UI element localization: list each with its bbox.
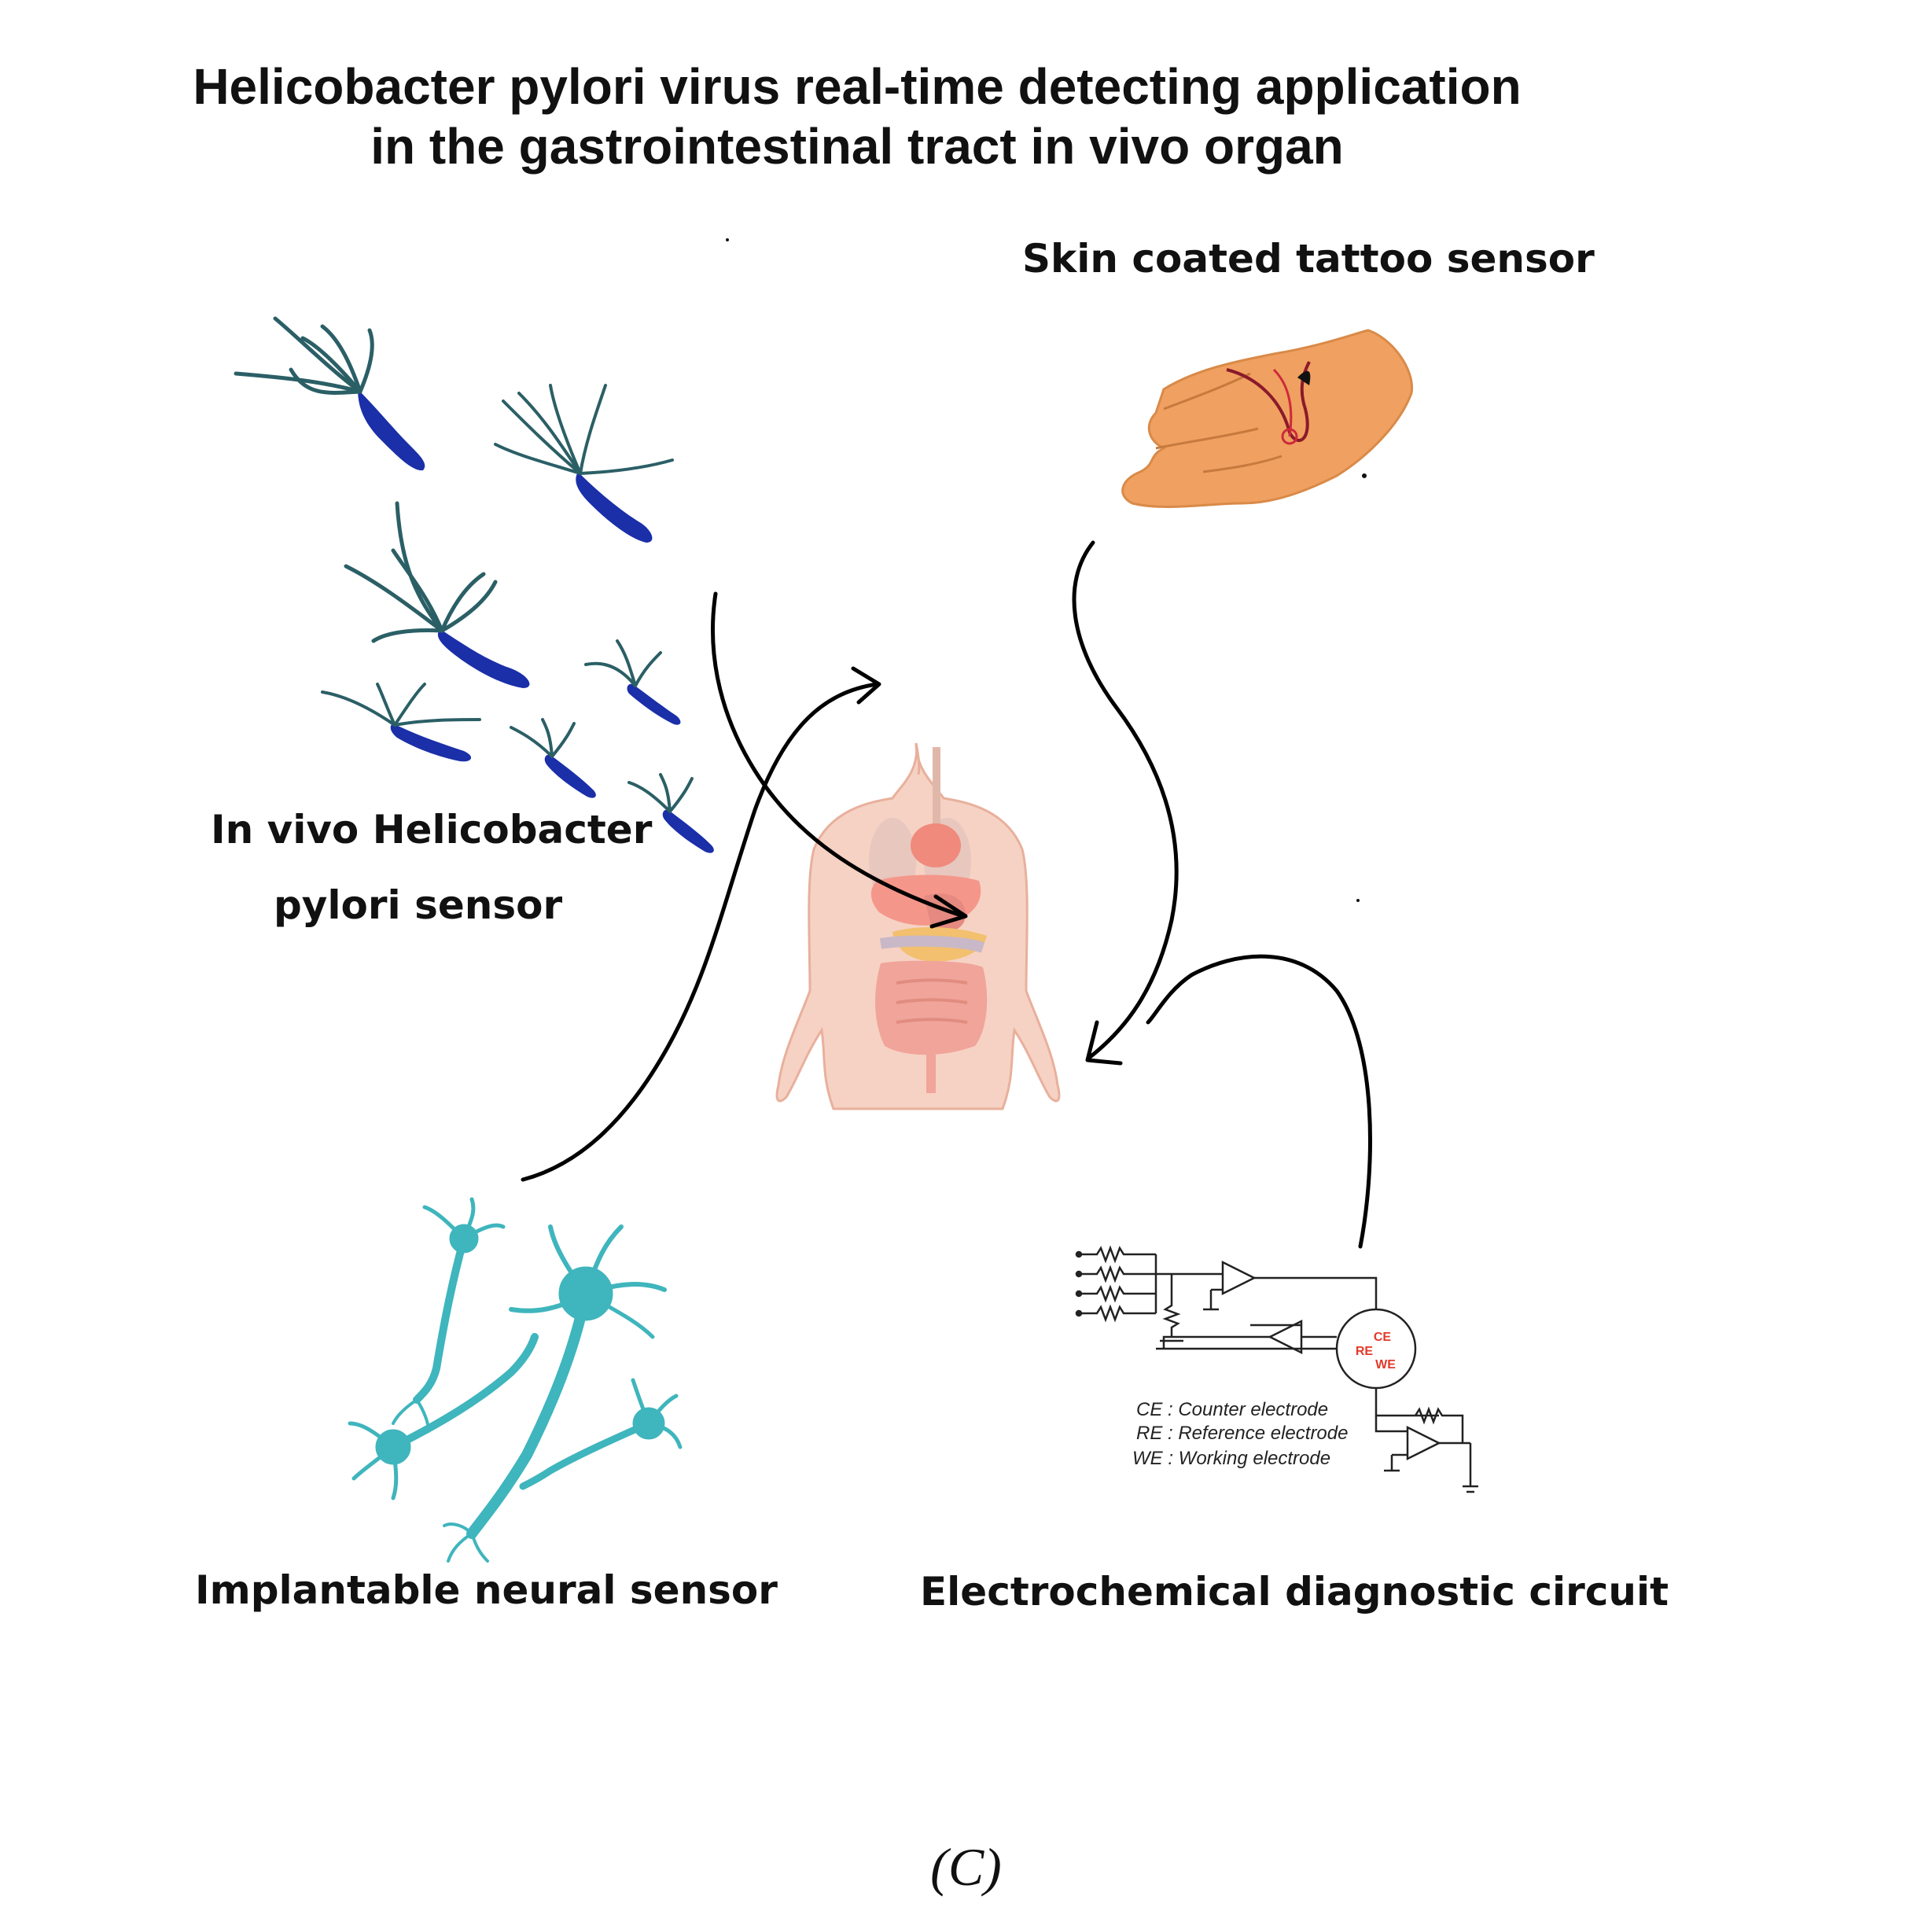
flow-arrows (521, 540, 1372, 1249)
cell-we-label: WE (1375, 1358, 1396, 1372)
neuron (392, 1197, 506, 1433)
neurons-illustration (348, 1197, 683, 1563)
label-electrochemical-circuit: Electrochemical diagnostic circuit (920, 1569, 1669, 1615)
helicobacter-pylori-illustration (234, 316, 714, 853)
bacterium (344, 501, 530, 688)
human-body-organs-illustration (775, 742, 1061, 1110)
cell-ce-label: CE (1374, 1331, 1392, 1344)
arrow-bacteria-to-body (711, 591, 966, 919)
arrow-tattoo-to-body-head (1085, 1020, 1123, 1066)
figure-caption: (C) (930, 1837, 1002, 1897)
hand-tattoo-illustration (1121, 329, 1414, 508)
bacterium (584, 639, 681, 725)
bacterium (234, 316, 425, 471)
label-hpylori-line-2: pylori sensor (274, 882, 563, 928)
cell-re-label: RE (1356, 1345, 1374, 1358)
legend-counter-electrode: CE : Counter electrode (1136, 1399, 1328, 1420)
neuron (519, 1378, 683, 1490)
bacterium (321, 683, 481, 762)
title-line-1: Helicobacter pylori virus real-time dete… (193, 58, 1522, 115)
arrow-neuron-to-center (521, 682, 879, 1182)
legend-reference-electrode: RE : Reference electrode (1136, 1423, 1348, 1444)
bacterium (494, 384, 674, 543)
speck (726, 238, 729, 241)
title-line-2: in the gastrointestinal tract in vivo or… (370, 118, 1344, 175)
legend-working-electrode: WE : Working electrode (1132, 1448, 1330, 1469)
bacterium (510, 718, 596, 798)
label-skin-tattoo-sensor: Skin coated tattoo sensor (1022, 236, 1595, 282)
input-resistors (1075, 1245, 1157, 1323)
label-hpylori-line-1: In vivo Helicobacter (211, 807, 653, 852)
bacterium (627, 773, 714, 853)
label-implantable-neural-sensor: Implantable neural sensor (195, 1567, 778, 1613)
arrow-tattoo-to-body (1072, 540, 1179, 1060)
neuron (443, 1224, 667, 1563)
neuron (348, 1333, 539, 1500)
speck (1356, 899, 1360, 902)
electrochemical-circuit-schematic (1075, 1245, 1478, 1493)
arrow-bacteria-to-body-head (929, 894, 968, 929)
arrow-neuron-to-center-head (851, 666, 881, 705)
diagram-title: Helicobacter pylori virus real-time dete… (0, 57, 1714, 176)
arrow-circuit-to-body (1146, 954, 1372, 1249)
